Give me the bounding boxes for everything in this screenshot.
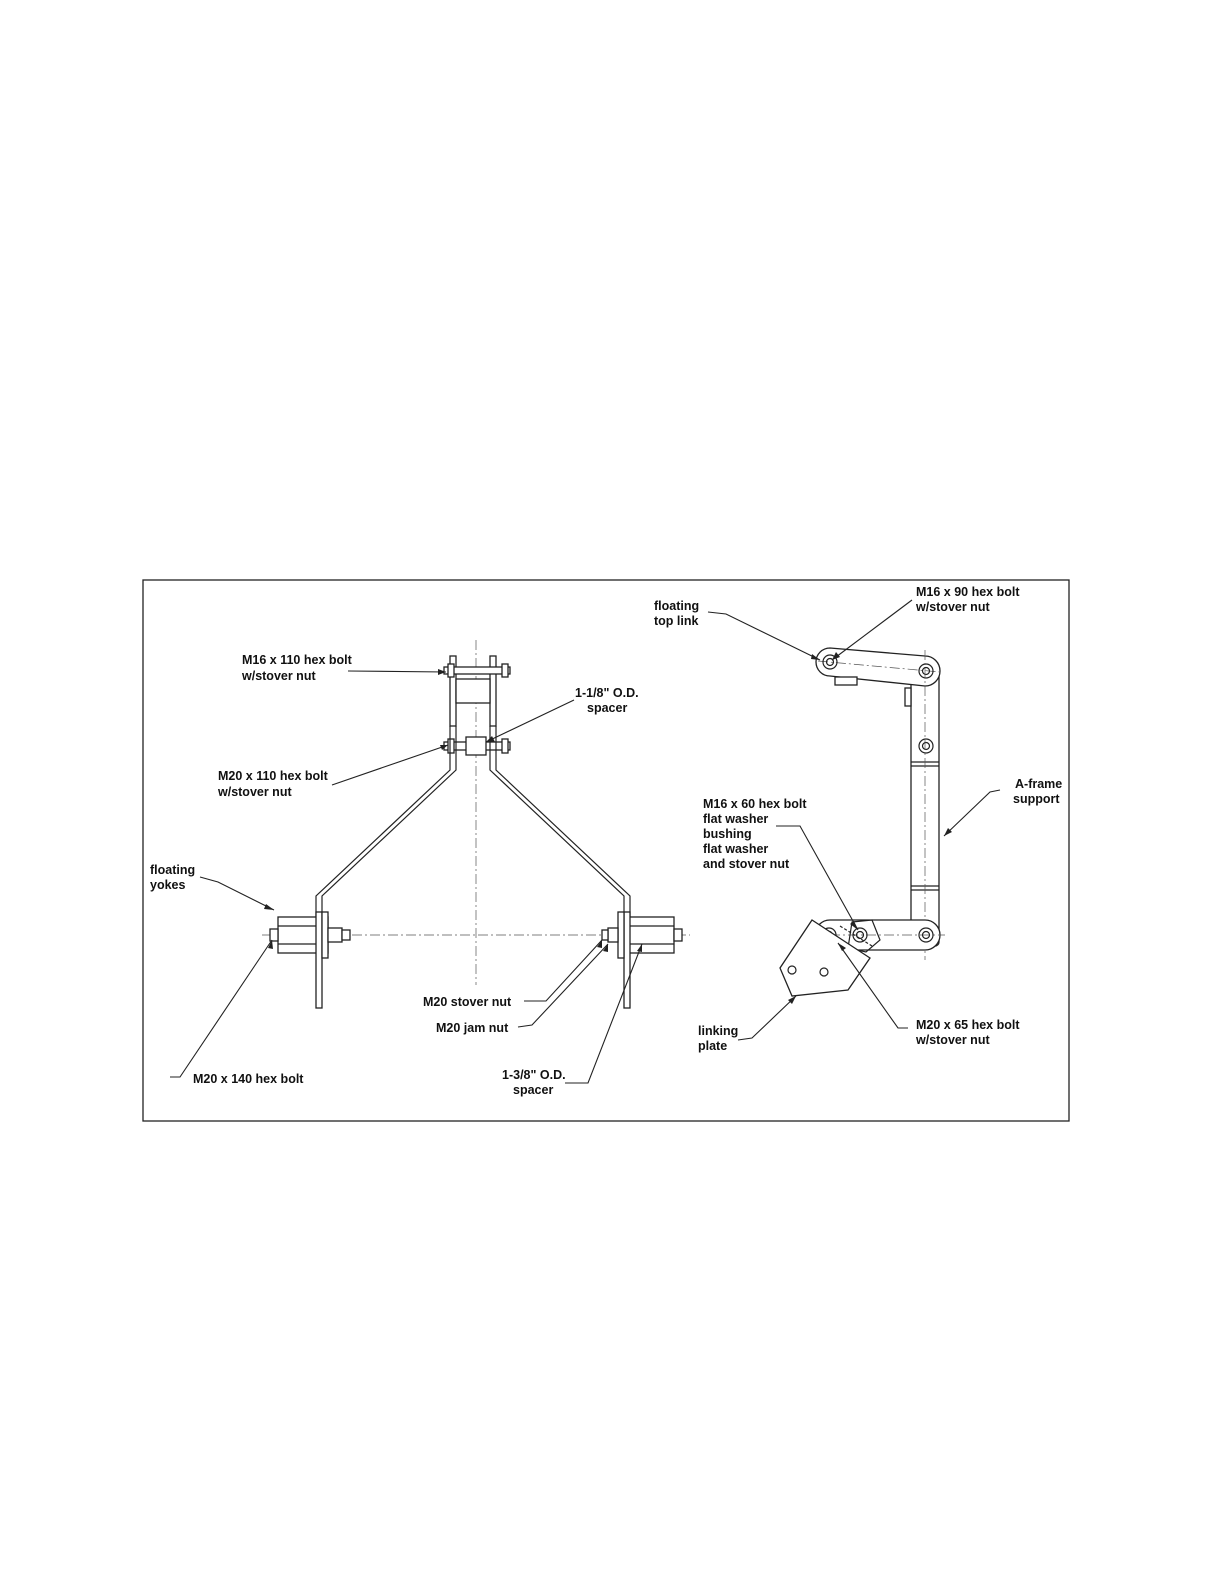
label-m16x90: M16 x 90 hex bolt w/stover nut: [915, 585, 1023, 614]
label-spacer-1-3-8: 1-3/8" O.D. spacer: [502, 1068, 569, 1097]
label-spacer-1-1-8: 1-1/8" O.D. spacer: [575, 686, 642, 715]
side-view: [779, 647, 945, 997]
aframe-front-view: [262, 640, 690, 1009]
label-m16x110: M16 x 110 hex bolt w/stover nut: [241, 653, 355, 683]
label-m20-jam-nut: M20 jam nut: [436, 1021, 509, 1035]
label-floating-top-link: floating top link: [654, 599, 703, 628]
label-m20x65: M20 x 65 hex bolt w/stover nut: [915, 1018, 1023, 1047]
label-m20x110: M20 x 110 hex bolt w/stover nut: [217, 769, 331, 799]
callout-labels: M16 x 110 hex bolt w/stover nut 1-1/8" O…: [150, 585, 1066, 1097]
label-floating-yokes: floating yokes: [150, 863, 199, 892]
diagram-border: [142, 579, 1070, 1122]
label-linking-plate: linking plate: [698, 1024, 742, 1053]
label-m20-stover-nut: M20 stover nut: [423, 995, 512, 1009]
leader-lines: [170, 599, 1001, 1084]
arrowheads: [264, 652, 952, 1004]
label-aframe-support: A-frame support: [1013, 777, 1066, 806]
label-m20x140: M20 x 140 hex bolt: [193, 1072, 304, 1086]
label-m16x60: M16 x 60 hex bolt flat washer bushing fl…: [703, 797, 810, 871]
